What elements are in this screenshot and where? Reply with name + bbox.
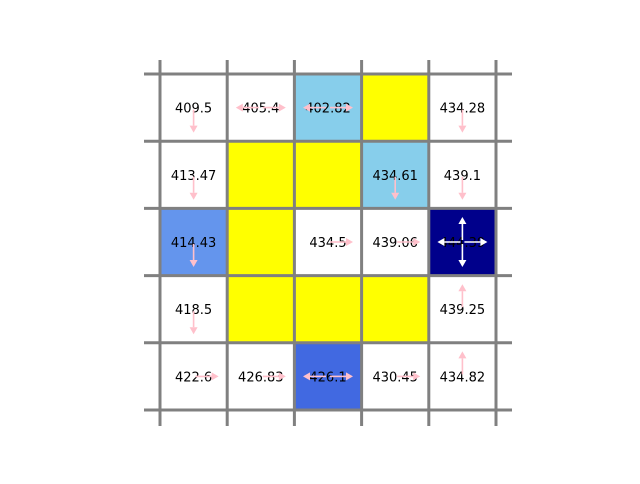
policy-arrow-left (303, 372, 326, 381)
arrow-head (303, 372, 310, 381)
arrow-head (303, 103, 310, 112)
arrow-head (189, 260, 198, 267)
policy-arrow-left (437, 238, 461, 246)
state-value: 409.5 (175, 102, 212, 117)
policy-arrow-down (189, 109, 198, 133)
policy-arrow-right (330, 238, 353, 246)
state-value: 434.82 (440, 370, 486, 385)
wall-cell (227, 275, 295, 343)
policy-arrow-down (189, 176, 198, 200)
arrow-head (278, 103, 286, 112)
policy-arrow-down (458, 176, 467, 200)
arrow-head (413, 372, 421, 381)
policy-arrow-right (330, 372, 353, 381)
policy-arrow-left (235, 103, 259, 112)
policy-arrow-down (458, 109, 467, 133)
arrow-head (413, 238, 421, 246)
arrow-head (211, 372, 219, 381)
state-value: 422.6 (175, 370, 212, 385)
policy-arrow-right (397, 238, 421, 246)
arrow-head (189, 192, 198, 200)
state-value: 430.45 (372, 370, 418, 385)
policy-arrow-right (397, 372, 421, 381)
wall-cell (361, 275, 429, 343)
arrow-head (480, 238, 488, 246)
arrow-head (437, 238, 445, 246)
policy-arrow-right (330, 103, 353, 112)
state-value: 414.43 (171, 236, 217, 251)
arrow-head (278, 372, 286, 381)
wall-cell (227, 141, 295, 209)
state-value: 434.5 (309, 236, 346, 251)
arrow-head (346, 372, 353, 381)
policy-arrow-right (195, 372, 219, 381)
arrow-head (391, 192, 400, 200)
policy-arrow-right (464, 238, 488, 246)
policy-arrow-down (458, 244, 467, 267)
state-value: 439.25 (440, 303, 486, 318)
policy-arrow-right (262, 372, 286, 381)
arrow-head (458, 125, 467, 133)
policy-arrow-up (458, 284, 467, 308)
state-value: 434.61 (372, 169, 418, 184)
wall-cell (294, 141, 362, 209)
arrow-head (458, 284, 467, 292)
policy-arrow-down (189, 244, 198, 267)
state-value: 426.83 (238, 370, 284, 385)
arrow-head (189, 125, 198, 133)
arrow-head (458, 217, 467, 224)
state-value: 418.5 (175, 303, 212, 318)
arrow-head (346, 238, 353, 246)
policy-arrow-down (391, 176, 400, 200)
wall-cell (361, 74, 429, 142)
state-value: 444.39 (440, 236, 486, 251)
arrow-head (458, 351, 467, 359)
policy-arrow-up (458, 217, 467, 240)
state-value: 439.06 (372, 236, 418, 251)
state-value: 439.1 (444, 169, 481, 184)
arrow-head (458, 192, 467, 200)
arrow-head (458, 260, 467, 267)
arrow-head (346, 103, 353, 112)
wall-cell (294, 275, 362, 343)
arrow-head (189, 327, 198, 335)
policy-arrow-right (262, 103, 286, 112)
arrow-head (235, 103, 243, 112)
policy-arrow-left (303, 103, 326, 112)
state-value: 405.4 (242, 102, 279, 117)
state-value: 413.47 (171, 169, 217, 184)
policy-arrow-down (189, 311, 198, 335)
state-value: 426.1 (309, 370, 346, 385)
state-value: 434.28 (440, 102, 486, 117)
policy-arrow-up (458, 351, 467, 375)
state-value: 402.82 (305, 102, 351, 117)
wall-cell (227, 208, 295, 276)
